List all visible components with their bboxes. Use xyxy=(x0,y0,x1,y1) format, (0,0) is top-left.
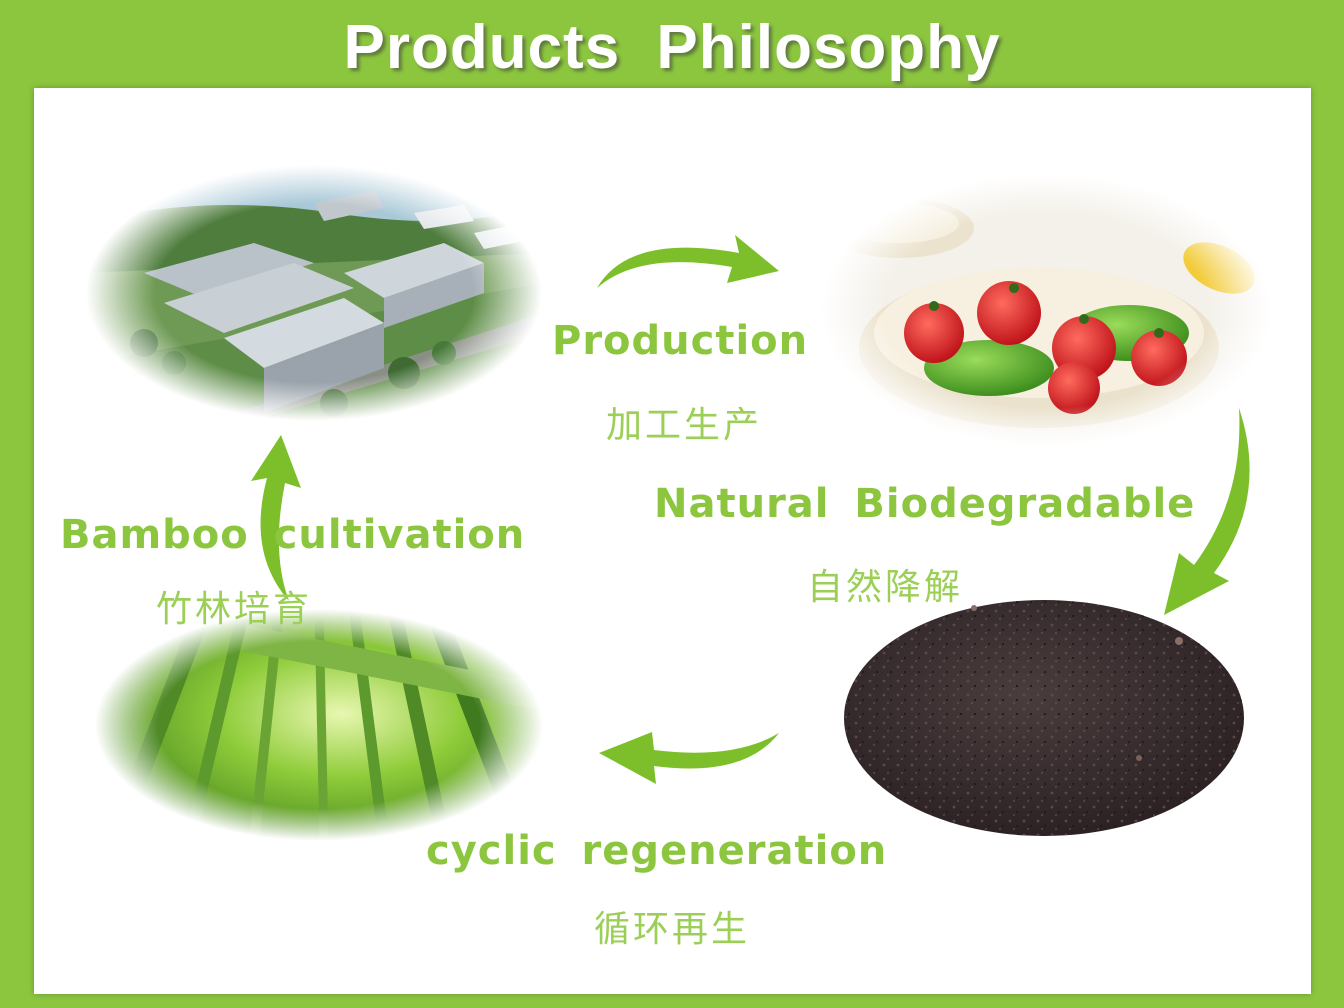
philosophy-panel: Production 加工生产 Natural Biodegradable 自然… xyxy=(34,88,1311,994)
page-title: Products Philosophy xyxy=(343,13,1001,82)
tableware-photo xyxy=(819,173,1274,448)
cultivation-label: Bamboo cultivation xyxy=(60,512,526,558)
factory-photo xyxy=(84,163,544,423)
biodegradable-label-zh: 自然降解 xyxy=(807,567,964,608)
cultivation-label-zh: 竹林培育 xyxy=(156,589,313,630)
production-label: Production xyxy=(552,318,809,364)
arrow-to-tableware-icon xyxy=(597,235,779,288)
soil-photo xyxy=(844,600,1244,836)
biodegradable-label: Natural Biodegradable xyxy=(654,481,1196,527)
arrow-to-factory-icon xyxy=(251,435,301,601)
arrow-to-bamboo-icon xyxy=(599,732,779,784)
bamboo-photo xyxy=(94,608,544,843)
regeneration-label: cyclic regeneration xyxy=(426,828,888,874)
regeneration-label-zh: 循环再生 xyxy=(594,909,751,950)
arrow-to-soil-icon xyxy=(1164,408,1250,615)
production-label-zh: 加工生产 xyxy=(606,405,763,446)
